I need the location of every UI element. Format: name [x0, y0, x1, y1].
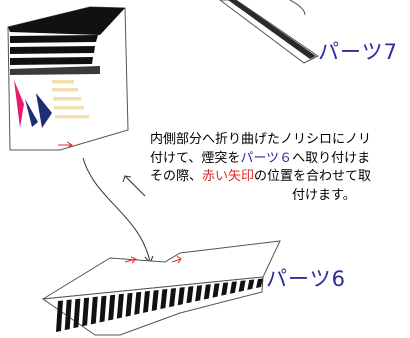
instruction-line-2-end: へ取り付けま	[292, 150, 371, 166]
instruction-line-3-start: その際、	[150, 169, 203, 184]
part6-stripe	[116, 293, 124, 319]
part6-stripe	[108, 294, 116, 321]
part6-stripe	[125, 292, 133, 317]
red-arrow-highlight: 赤い矢印	[202, 169, 255, 184]
pointer-line	[124, 175, 146, 197]
part6-stripe	[203, 284, 211, 300]
part6-stripe	[247, 279, 255, 290]
part6-stripe	[151, 289, 159, 311]
part6-stripe	[134, 291, 142, 315]
part7-piece	[7, 6, 129, 151]
part6-stripe	[195, 285, 203, 302]
part7-pink-mark	[14, 80, 24, 128]
part7-ladder	[219, 0, 319, 64]
part6-stripe	[212, 283, 220, 298]
instruction-line-3: その際、赤い矢印の位置を合わせて取	[150, 168, 371, 187]
part6-stripe	[186, 286, 194, 304]
part6-red-arrows	[124, 255, 182, 264]
instruction-line-3-end: の位置を合わせて取	[254, 169, 372, 184]
part7-navy-mark-b	[36, 93, 52, 128]
part7-top-band	[8, 7, 125, 35]
part6-stripe	[99, 295, 107, 323]
part6-stripe	[73, 298, 81, 329]
connection-arrow	[82, 157, 151, 263]
part7-navy-mark-a	[25, 99, 38, 127]
part6-highlight: パーツ６	[240, 150, 293, 166]
part7-cream-lines	[52, 80, 89, 119]
instruction-line-2-start: 付けて、煙突を	[150, 150, 241, 166]
part6-stripe	[64, 299, 72, 331]
part7-red-arrow	[58, 141, 73, 149]
part6-stripe	[90, 296, 98, 325]
instruction-line-2: 付けて、煙突をパーツ６へ取り付けま	[150, 150, 371, 169]
part7-dark-band	[10, 66, 100, 75]
part6-stripe	[56, 300, 63, 332]
part6-stripe	[221, 282, 229, 296]
part6-stripe	[169, 288, 177, 308]
part6-stripe	[160, 289, 168, 310]
instruction-line-1: 内側部分へ折り曲げたノリシロにノリ	[150, 132, 372, 147]
part6-stripe	[229, 281, 237, 294]
pointer-arrowhead	[122, 175, 132, 183]
part6-stripe	[238, 280, 246, 292]
instruction-text: 内側部分へ折り曲げたノリシロにノリ 付けて、煙突をパーツ６へ取り付けま その際、…	[150, 131, 371, 205]
part6-label: パーツ6	[266, 267, 346, 291]
part6-stripe	[82, 297, 90, 327]
part7-stripes	[10, 35, 98, 65]
part6-stripes	[56, 278, 263, 332]
instruction-line-4: 付けます。	[292, 187, 356, 203]
part6-stripe	[142, 290, 150, 313]
part6-stripe	[177, 287, 185, 306]
part7-label: パーツ7	[318, 40, 398, 64]
part6-piece	[41, 240, 281, 336]
part6-stripe	[256, 278, 263, 288]
